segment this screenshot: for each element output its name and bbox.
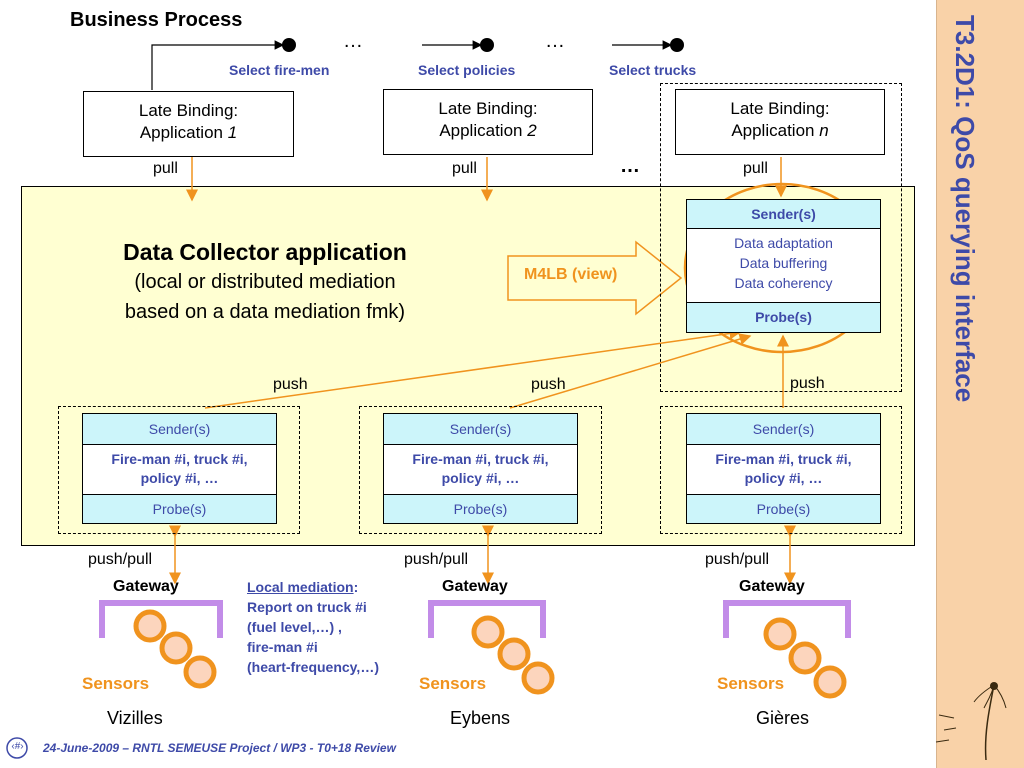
app-2-line2: Application 2 xyxy=(439,121,537,140)
ellipsis-1: … xyxy=(343,30,363,52)
dandelion-icon xyxy=(935,682,1007,760)
node-3-sender: Sender(s) xyxy=(687,414,880,445)
node-stack-3: Sender(s) Fire-man #i, truck #i, policy … xyxy=(686,413,881,524)
collector-line2: based on a data mediation fmk) xyxy=(124,301,406,323)
pull-label-1: pull xyxy=(153,160,178,177)
select-firemen-label: Select fire-men xyxy=(229,62,330,78)
app-box-1: Late Binding: Application 1 xyxy=(83,91,294,157)
node-1-sender: Sender(s) xyxy=(83,414,276,445)
node-stack-1: Sender(s) Fire-man #i, truck #i, policy … xyxy=(82,413,277,524)
city-gieres: Gières xyxy=(756,708,810,728)
local-mediation-line-4: (heart-frequency,…) xyxy=(247,659,379,675)
top-stack: Sender(s) Data adaptation Data buffering… xyxy=(686,199,881,333)
node-group-3 xyxy=(660,406,902,534)
local-mediation-line-1: Report on truck #i xyxy=(247,599,367,615)
node-2-probe: Probe(s) xyxy=(384,495,577,523)
top-probe: Probe(s) xyxy=(687,303,880,332)
app-2-line1: Late Binding: xyxy=(438,99,538,118)
node-1-middle-2: policy #i, … xyxy=(140,470,219,486)
node-3-middle: Fire-man #i, truck #i, policy #i, … xyxy=(687,445,880,495)
node-2-middle-1: Fire-man #i, truck #i, xyxy=(412,451,549,467)
app-1-line2: Application 1 xyxy=(139,123,238,142)
footer-text: 24-June-2009 – RNTL SEMEUSE Project / WP… xyxy=(43,741,396,755)
sensors-label-1: Sensors xyxy=(82,674,150,693)
local-mediation-heading: Local mediation: xyxy=(247,579,359,595)
ellipsis-2: … xyxy=(545,30,565,52)
local-mediation-line-2: (fuel level,…) , xyxy=(247,619,342,635)
ellipsis-3: … xyxy=(620,155,640,177)
node-2-sender: Sender(s) xyxy=(384,414,577,445)
app-box-2: Late Binding: Application 2 xyxy=(383,89,593,155)
node-1-middle-1: Fire-man #i, truck #i, xyxy=(111,451,248,467)
collector-text: Data Collector application (local or dis… xyxy=(70,237,460,327)
city-eybens: Eybens xyxy=(450,708,511,728)
push-label-1: push xyxy=(273,376,308,393)
app-1-line1: Late Binding: xyxy=(138,101,239,120)
node-3-probe: Probe(s) xyxy=(687,495,880,523)
push-pull-label-3: push/pull xyxy=(705,551,770,568)
page-number: ‹#› xyxy=(11,741,24,752)
top-middle: Data adaptation Data buffering Data cohe… xyxy=(687,229,880,303)
collector-line1: (local or distributed mediation xyxy=(134,271,396,293)
app-n-dashed-group xyxy=(660,83,902,392)
push-pull-label-2: push/pull xyxy=(404,551,469,568)
gateway-label-1: Gateway xyxy=(113,578,179,595)
node-2-middle-2: policy #i, … xyxy=(441,470,520,486)
sensors-label-2: Sensors xyxy=(419,674,487,693)
top-middle-3: Data coherency xyxy=(734,275,833,291)
node-group-1 xyxy=(58,406,300,534)
select-trucks-label: Select trucks xyxy=(609,62,697,78)
sensors-label-3: Sensors xyxy=(717,674,785,693)
node-2-middle: Fire-man #i, truck #i, policy #i, … xyxy=(384,445,577,495)
node-1-probe: Probe(s) xyxy=(83,495,276,523)
top-middle-2: Data buffering xyxy=(739,255,828,271)
top-middle-1: Data adaptation xyxy=(734,235,833,251)
gateway-label-3: Gateway xyxy=(739,578,805,595)
collector-title: Data Collector application xyxy=(123,239,407,265)
node-group-2 xyxy=(359,406,602,534)
pull-label-2: pull xyxy=(452,160,477,177)
app-n-line1: Late Binding: xyxy=(730,99,830,118)
node-stack-2: Sender(s) Fire-man #i, truck #i, policy … xyxy=(383,413,578,524)
push-label-3: push xyxy=(790,375,825,392)
top-sender: Sender(s) xyxy=(687,200,880,229)
node-3-middle-2: policy #i, … xyxy=(744,470,823,486)
node-1-middle: Fire-man #i, truck #i, policy #i, … xyxy=(83,445,276,495)
pull-label-3: pull xyxy=(743,160,768,177)
city-vizilles: Vizilles xyxy=(107,708,163,728)
local-mediation-note: Local mediation: Report on truck #i (fue… xyxy=(247,577,379,677)
m4lb-label: M4LB (view) xyxy=(524,266,618,283)
node-3-middle-1: Fire-man #i, truck #i, xyxy=(715,451,852,467)
push-label-2: push xyxy=(531,376,566,393)
side-title: T3.2D1: QoS querying interface xyxy=(950,15,980,403)
app-n-line2: Application n xyxy=(731,121,829,140)
select-policies-label: Select policies xyxy=(418,62,516,78)
push-pull-label-1: push/pull xyxy=(88,551,153,568)
app-box-n: Late Binding: Application n xyxy=(675,89,885,155)
side-panel xyxy=(936,0,1024,768)
business-process-title: Business Process xyxy=(70,9,243,31)
gateway-label-2: Gateway xyxy=(442,578,508,595)
local-mediation-line-3: fire-man #i xyxy=(247,639,318,655)
connectors xyxy=(6,38,881,759)
